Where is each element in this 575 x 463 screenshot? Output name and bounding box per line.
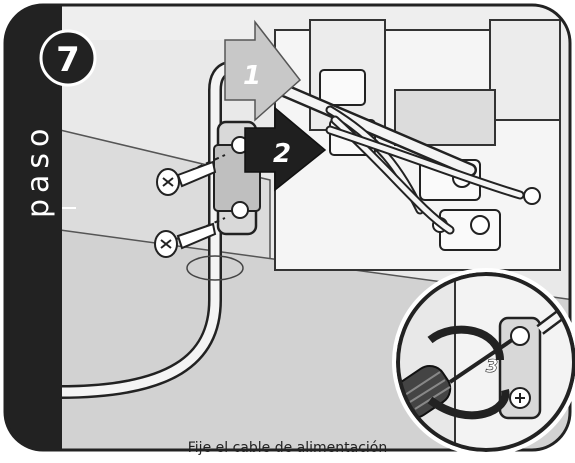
screw-icon <box>156 154 226 196</box>
step-caption: Fije el cable de alimentación <box>187 440 388 456</box>
step-number: 7 <box>56 40 80 80</box>
step-word: paso <box>21 123 56 218</box>
step-badge: 7 <box>39 29 97 87</box>
callout-label-1: 1 <box>243 61 261 91</box>
callout-label-2: 2 <box>273 139 291 169</box>
screw-icon <box>154 217 226 258</box>
magnifier-inset: 3 <box>392 268 575 456</box>
callout-arrow-1: 1 <box>224 19 302 122</box>
callout-label-3: 3 <box>486 356 499 377</box>
callout-arrow-2: 2 <box>244 106 327 192</box>
